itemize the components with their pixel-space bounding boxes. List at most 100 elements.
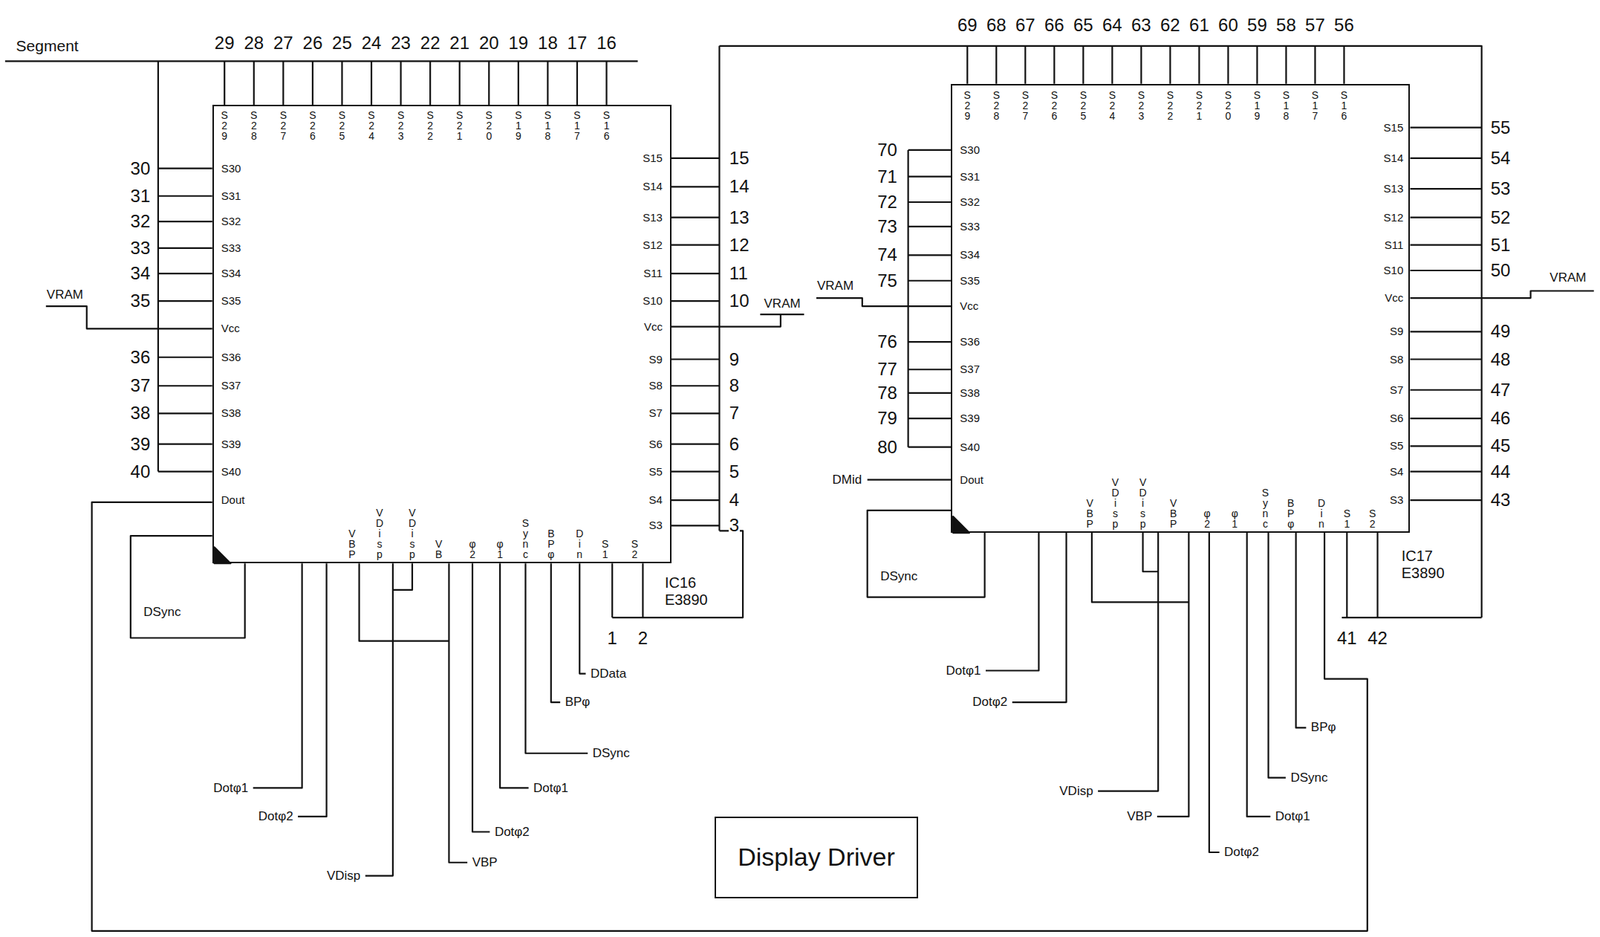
pin-char: φ (1229, 508, 1240, 519)
bus-wire (718, 46, 720, 531)
pin-char: S (307, 109, 318, 121)
pin-char: B (346, 538, 358, 549)
dmid-wire (867, 479, 952, 481)
pin-number: 76 (876, 332, 899, 352)
pin1-mark (953, 516, 970, 533)
pin-name: S16 (600, 109, 613, 142)
pin-char: c (1259, 518, 1271, 529)
pin-char: 3 (395, 130, 407, 142)
pin-char: S (483, 109, 494, 121)
pin-char: B (545, 528, 557, 539)
pin-number: 72 (876, 192, 899, 212)
pin-char: V (1137, 476, 1149, 488)
signal-name: VBP (471, 854, 499, 870)
pin-name: BPφ (1285, 497, 1297, 529)
pin-wires (908, 150, 952, 448)
pin-char: S (571, 109, 583, 121)
signal-name: DSync (1289, 770, 1329, 785)
pin-number: 34 (129, 263, 152, 284)
pin-char: V (407, 507, 418, 518)
pin-char: S (1259, 487, 1271, 498)
pin-name: S19 (1250, 89, 1263, 122)
pin-name: Sync (519, 517, 532, 560)
pin-number: 42 (1366, 627, 1389, 647)
pin-name: S39 (220, 437, 243, 451)
pin-name: S17 (571, 109, 584, 142)
pin-name: S17 (1308, 89, 1321, 122)
signal-name: DSync (142, 605, 182, 620)
pin-number: 22 (419, 32, 442, 52)
pin-name: S6 (1389, 412, 1404, 425)
pin-number: 62 (1159, 15, 1182, 35)
pin-char: 2 (1135, 100, 1147, 111)
signal-name: Dotφ1 (1274, 809, 1312, 824)
pin-char: 2 (277, 120, 289, 131)
pin-char: 1 (542, 120, 553, 131)
pin-number: 61 (1188, 15, 1211, 35)
pin-name: S25 (335, 109, 348, 142)
pin-char: V (433, 538, 445, 549)
vram-wire (1409, 290, 1594, 298)
pin-number: 56 (1333, 15, 1355, 35)
pin-number: 64 (1101, 15, 1124, 35)
pin-number: 28 (242, 32, 265, 52)
pin-char: n (519, 538, 531, 549)
pin-char: 2 (219, 120, 230, 131)
pin-char: B (1285, 497, 1297, 509)
pin-char: P (1285, 508, 1297, 519)
pin-char: S (1338, 89, 1349, 101)
pin-char: n (1316, 518, 1327, 529)
pin-name: S31 (220, 190, 243, 203)
pin-number: 32 (129, 211, 152, 232)
signal-name: VRAM (816, 278, 855, 293)
pin-name: S1 (1340, 508, 1353, 529)
pin-number: 9 (728, 349, 740, 369)
pin-number: 18 (537, 32, 559, 52)
pin-char: S (336, 109, 347, 121)
pin-name: VBP (1083, 497, 1096, 529)
pin-char: 1 (513, 120, 524, 131)
pin-char: p (1109, 518, 1121, 529)
pin-name: S38 (220, 407, 243, 420)
pin-name: S39 (958, 412, 981, 425)
pin-char: i (1316, 508, 1327, 519)
pin-char: S (1019, 89, 1031, 101)
pin-number: 40 (129, 461, 152, 481)
pin-char: 1 (1193, 110, 1205, 122)
pin-char: s (1109, 508, 1121, 519)
pin-number: 13 (728, 207, 751, 227)
pin-name: S9 (1389, 325, 1404, 338)
pin-char: φ (467, 538, 478, 549)
signal-name: Dotφ1 (212, 780, 249, 795)
pin-char: 2 (961, 100, 973, 111)
pin-name: S29 (218, 109, 231, 142)
pin-name: S30 (220, 161, 243, 175)
pin-name: S24 (1106, 89, 1118, 122)
display-driver-box: Display Driver (714, 816, 919, 899)
pin-name: S40 (958, 440, 981, 454)
pin-number: 37 (129, 375, 152, 396)
pin-char: 7 (571, 130, 583, 142)
pin-char: 6 (307, 130, 318, 142)
pin-name: S4 (648, 493, 664, 507)
pin-number: 80 (876, 436, 899, 457)
pin-char: p (374, 548, 385, 560)
pin-char: i (1137, 497, 1149, 509)
pin-char: P (545, 538, 557, 549)
pin-char: S (366, 109, 377, 121)
pin-name: S22 (424, 109, 437, 142)
pin-char: 1 (1251, 100, 1263, 111)
pin-number: 52 (1490, 207, 1512, 227)
pin-char: 1 (494, 548, 506, 560)
pin-char: 2 (1164, 100, 1176, 111)
pin-name: S37 (220, 379, 243, 393)
pin-name: S20 (482, 109, 495, 142)
pin-char: D (1316, 497, 1327, 509)
pin-number: 6 (728, 433, 740, 454)
pin-char: 1 (454, 130, 465, 142)
pin-char: S (1251, 89, 1263, 101)
pin-number: 1 (606, 627, 619, 647)
pin-char: 9 (513, 130, 524, 142)
pin-number: 74 (876, 245, 899, 265)
pin-char: P (1168, 518, 1179, 529)
